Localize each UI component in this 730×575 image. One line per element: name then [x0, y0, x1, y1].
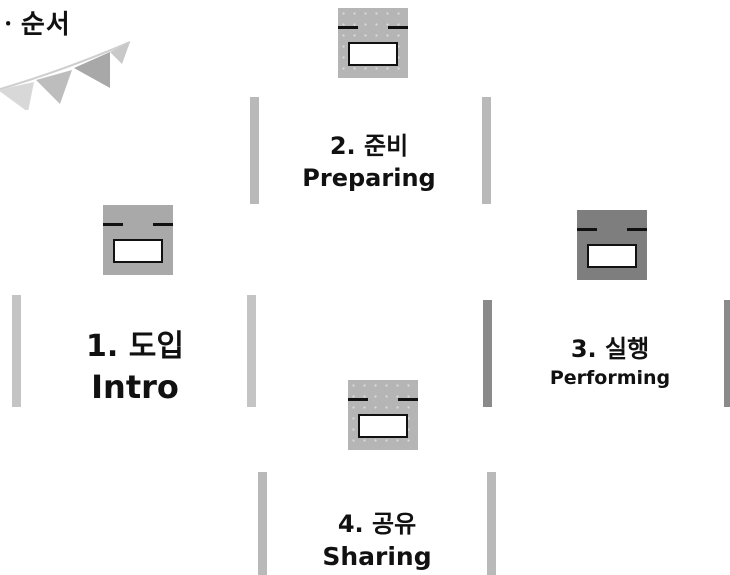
step-4-english: Sharing: [322, 542, 432, 571]
step-3-left-bar: [483, 300, 492, 407]
step-1-left-bar: [12, 295, 21, 407]
step-4-label: 4. 공유 Sharing: [270, 508, 484, 574]
bunting-banner: [0, 41, 131, 110]
step-3-english: Performing: [549, 367, 671, 389]
step-4-left-bar: [258, 472, 267, 575]
step-3-icon: [577, 210, 647, 280]
step-2-left-bar: [250, 97, 259, 204]
step-3-right-bar: [724, 300, 730, 407]
step-4-right-bar: [487, 472, 496, 575]
step-2-right-bar: [482, 97, 491, 204]
step-1-title: 1. 도입: [86, 329, 184, 364]
step-2-english: Preparing: [302, 164, 436, 192]
step-2-label: 2. 준비 Preparing: [262, 130, 476, 194]
step-1-right-bar: [247, 295, 256, 407]
step-4-icon: [348, 380, 418, 450]
step-3-label: 3. 실행 Performing: [500, 333, 720, 391]
page-title: ㆍ순서: [0, 10, 71, 40]
step-4-title: 4. 공유: [337, 510, 417, 538]
step-3-title: 3. 실행: [570, 335, 650, 363]
step-2-icon: [338, 8, 408, 78]
step-1-english: Intro: [91, 368, 179, 406]
step-1-label: 1. 도입 Intro: [30, 328, 240, 408]
step-1-icon: [103, 205, 173, 275]
step-2-title: 2. 준비: [329, 132, 409, 160]
